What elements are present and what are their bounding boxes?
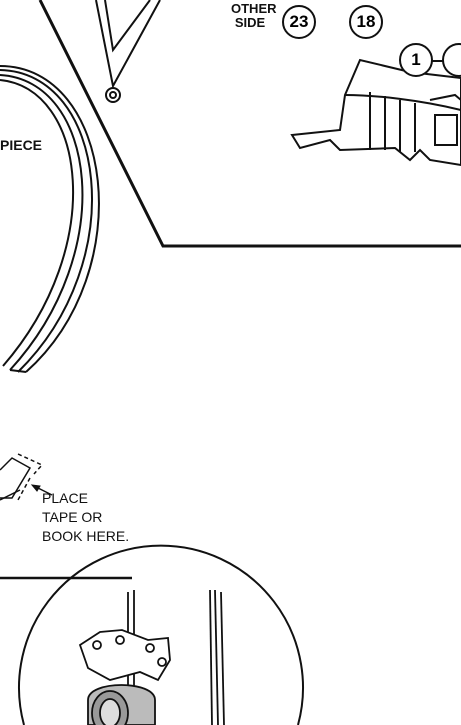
other-side-line-1: OTHER bbox=[231, 2, 269, 16]
part-number-18-text: 18 bbox=[357, 12, 376, 32]
part-number-23: 23 bbox=[282, 5, 316, 39]
part-number-18: 18 bbox=[349, 5, 383, 39]
place-tape-line-1: PLACE bbox=[42, 489, 129, 508]
other-side-line-2: SIDE bbox=[231, 16, 269, 30]
other-side-label: OTHER SIDE bbox=[231, 2, 269, 30]
place-tape-line-3: BOOK HERE. bbox=[42, 527, 129, 546]
part-number-23-text: 23 bbox=[290, 12, 309, 32]
tape-marker bbox=[0, 454, 42, 500]
ramp-piece bbox=[292, 60, 461, 165]
place-tape-label: PLACE TAPE OR BOOK HERE. bbox=[42, 489, 129, 546]
hanging-strut bbox=[96, 0, 160, 102]
curved-track-piece bbox=[0, 66, 99, 372]
piece-label: PIECE bbox=[0, 137, 42, 153]
part-number-connector bbox=[432, 60, 443, 62]
part-number-1-text: 1 bbox=[411, 50, 420, 70]
zoom-detail-circle bbox=[19, 546, 303, 725]
place-tape-line-2: TAPE OR bbox=[42, 508, 129, 527]
part-number-1: 1 bbox=[399, 43, 433, 77]
detail-mechanism bbox=[80, 590, 224, 725]
